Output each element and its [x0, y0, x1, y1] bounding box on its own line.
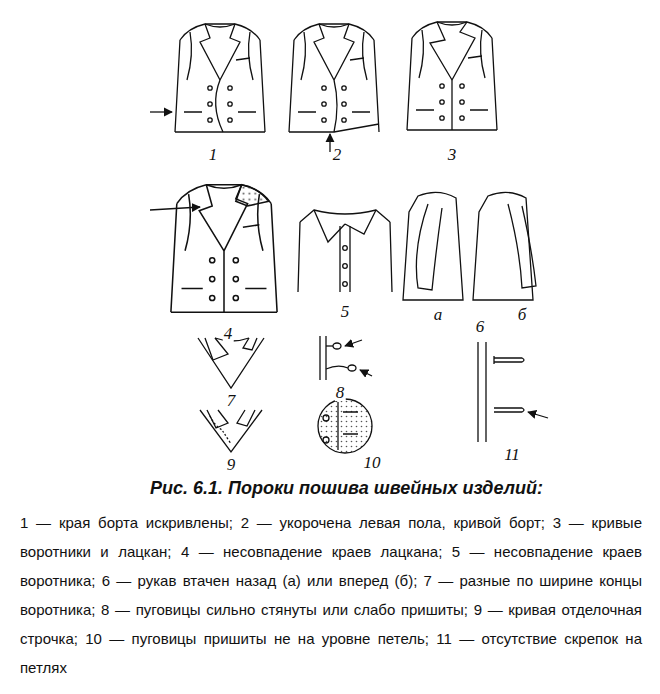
callout-number: 3 — [447, 146, 458, 163]
callout-number: а — [433, 306, 444, 323]
caption-legend-text: 1 — края борта искривлены; 2 — укорочена… — [20, 508, 642, 682]
callout-number: 9 — [226, 456, 237, 473]
callout-number: 7 — [226, 392, 237, 409]
callout-number: 8 — [335, 384, 346, 401]
callout-number: 2 — [332, 146, 343, 163]
callout-number: 10 — [363, 454, 382, 471]
callout-number: 11 — [503, 446, 521, 463]
figure-caption: Рис. 6.1. Пороки пошива швейных изделий: — [150, 478, 543, 499]
callout-number: 6 — [475, 318, 486, 335]
callout-number: б — [517, 306, 528, 323]
callout-number: 5 — [340, 303, 351, 320]
callout-number: 1 — [208, 146, 219, 163]
callout-number: 4 — [223, 325, 234, 342]
